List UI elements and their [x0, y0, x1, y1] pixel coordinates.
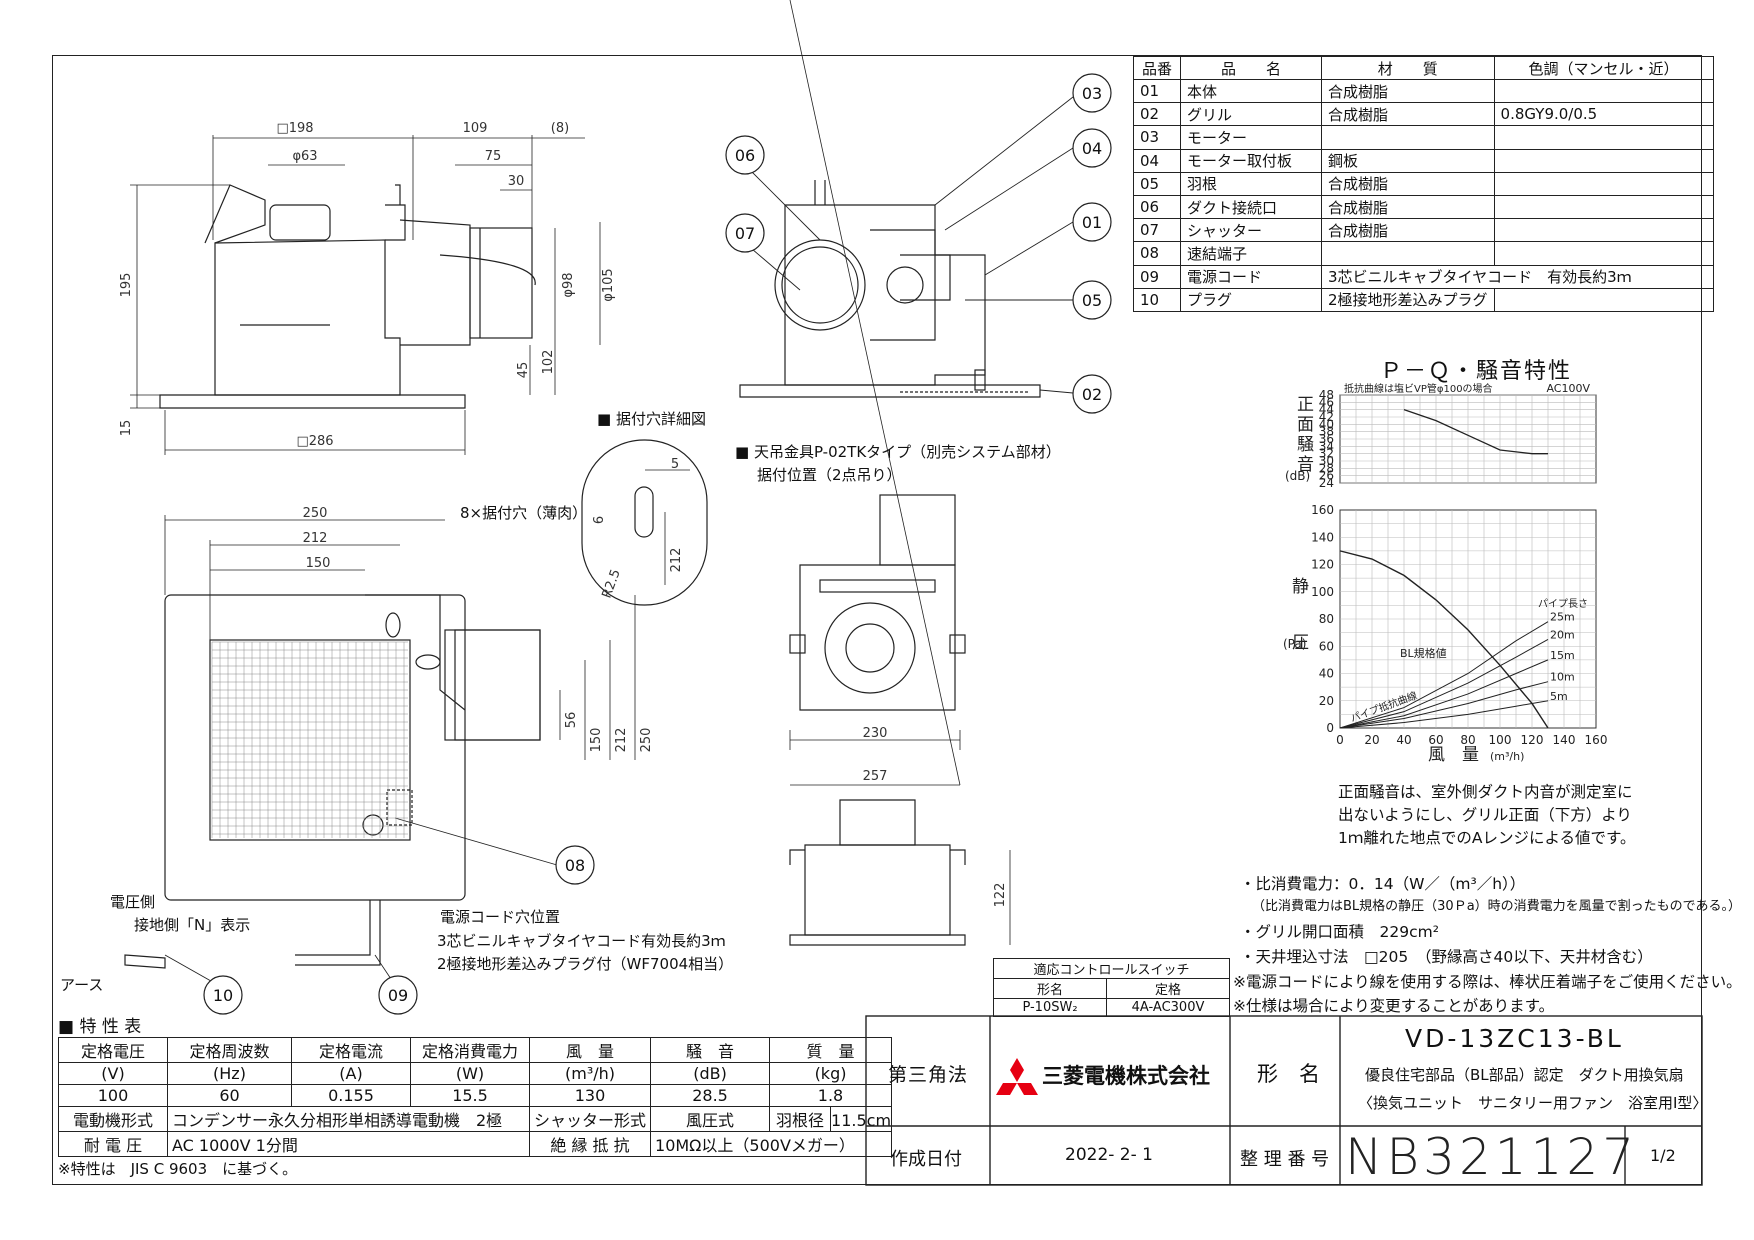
created-date: 2022- 2- 1	[1065, 1145, 1153, 1165]
pq-chart-title: Ｐ－Ｑ・騒音特性	[1380, 359, 1573, 384]
company-name: 三菱電機株式会社	[1042, 1064, 1210, 1088]
chart-note-3: 1ｍ離れた地点でのAレンジによる値です。	[1338, 829, 1636, 847]
note-power: ・比消費電力：0．14（W／（m³／h））	[1240, 875, 1526, 893]
note-power-detail: （比消費電力はBL規格の静圧（30Ｐa）時の消費電力を風量で割ったものである。）	[1252, 899, 1742, 914]
page-number: 1/2	[1650, 1146, 1676, 1165]
spec-footnote: ※特性は JIS C 9603 に基づく。	[58, 1160, 298, 1178]
parts-header: 品番 品 名 材 質 色調（マンセル・近）	[1133, 56, 1714, 80]
model-number: VD-13ZC13-BL	[1405, 1024, 1624, 1053]
chart-note-1: 正面騒音は、室外側ダクト内音が測定室に	[1338, 783, 1633, 801]
note-spec-change: ※仕様は場合により変更することがあります。	[1233, 997, 1555, 1015]
spec-row-headers: 定格電圧定格周波数定格電流定格消費電力風 量騒 音質 量	[58, 1037, 893, 1063]
chart-note-2: 出ないようにし、グリル正面（下方）より	[1338, 806, 1632, 824]
spec-row-units: (V)(Hz)(A)(W)(m³/h)(dB)(kg)	[58, 1062, 893, 1085]
date-label: 作成日付	[890, 1149, 962, 1170]
spec-table: 定格電圧定格周波数定格電流定格消費電力風 量騒 音質 量 (V)(Hz)(A)(…	[58, 1037, 893, 1157]
spec-title: ■ 特 性 表	[58, 1017, 142, 1037]
note-grille: ・グリル開口面積 229cm²	[1240, 923, 1439, 941]
number-label: 整 理 番 号	[1240, 1149, 1330, 1170]
projection-label: 第三角法	[888, 1064, 969, 1086]
model-label: 形 名	[1257, 1062, 1320, 1086]
note-ceiling: ・天井埋込寸法 □205 （野縁高さ40以下、天井材含む）	[1240, 948, 1653, 966]
note-cord: ※電源コードにより線を使用する際は、棒状圧着端子をご使用ください。	[1233, 973, 1742, 991]
model-desc-1: 優良住宅部品（BL部品）認定 ダクト用換気扇	[1365, 1066, 1684, 1084]
drawing-number: NB321127	[1345, 1128, 1639, 1186]
model-desc-2: 〈換気ユニット サニタリー用ファン 浴室用Ⅰ型〉	[1358, 1094, 1708, 1112]
